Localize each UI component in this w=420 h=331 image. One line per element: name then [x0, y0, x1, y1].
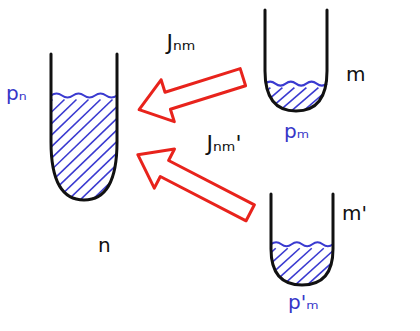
well-name: m' — [342, 202, 367, 224]
well-container: pₙn — [48, 52, 120, 202]
well-container: m'p'ₘ — [268, 192, 336, 287]
liquid-surface — [51, 94, 117, 98]
level-label: pₘ — [284, 120, 309, 142]
container-outline — [268, 192, 336, 287]
level-label: pₙ — [6, 82, 27, 104]
flux-label: Jₙₘ — [165, 31, 198, 55]
well-name: m — [346, 63, 365, 85]
container-outline — [48, 52, 120, 202]
container-outline — [262, 8, 330, 113]
liquid-surface — [265, 82, 327, 86]
container-wall — [271, 194, 333, 285]
container-wall — [265, 10, 327, 111]
liquid-hatch — [173, 248, 420, 287]
flow-arrow — [139, 69, 246, 122]
liquid-hatch — [0, 100, 365, 203]
level-label: p'ₘ — [288, 291, 319, 313]
container-wall — [51, 54, 117, 200]
flow-arrow — [138, 149, 255, 221]
flux-label: Jₙₘ' — [204, 132, 243, 156]
well-container: mpₘ — [262, 8, 330, 113]
liquid-surface — [271, 242, 333, 246]
well-name: n — [98, 234, 111, 256]
